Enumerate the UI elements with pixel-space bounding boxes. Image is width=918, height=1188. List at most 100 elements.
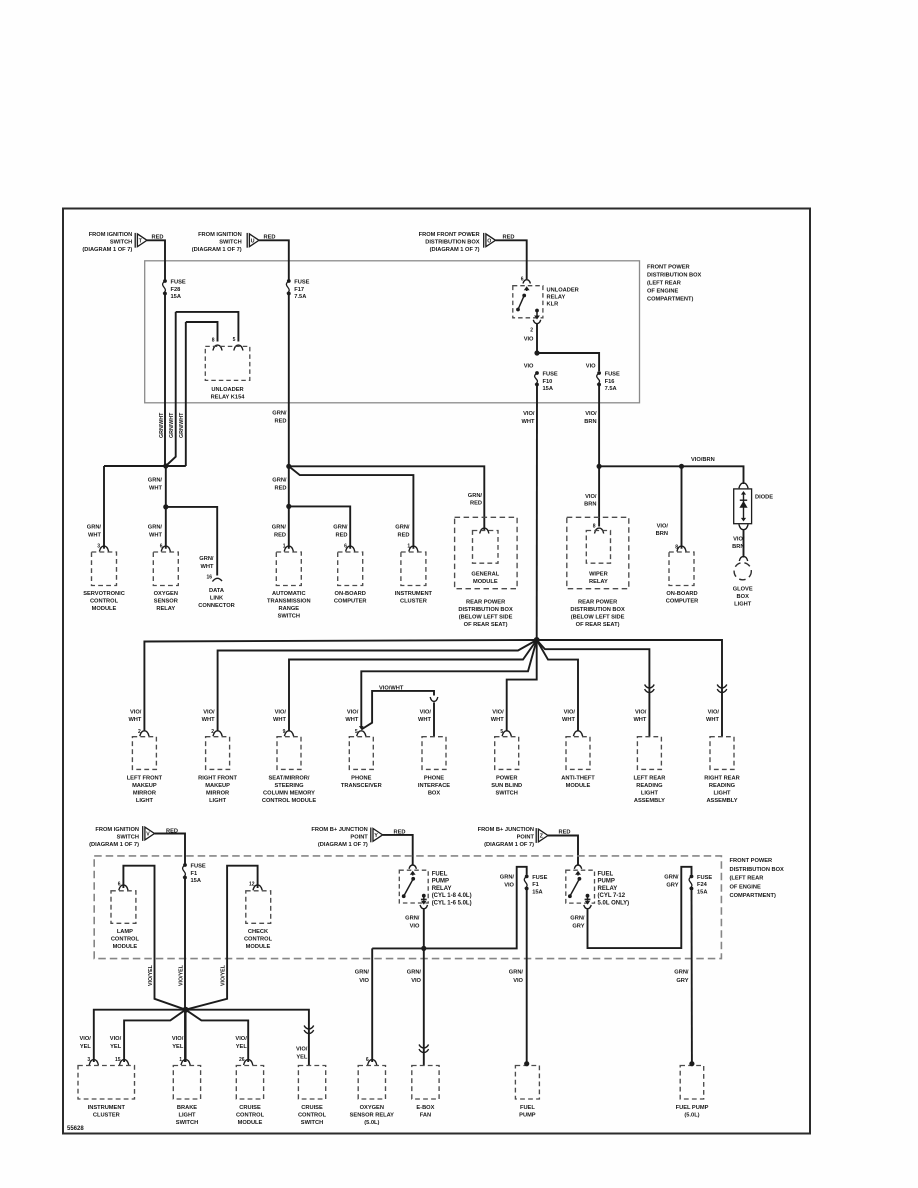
- svg-text:5: 5: [500, 729, 503, 735]
- svg-text:VIO/YEL: VIO/YEL: [178, 964, 184, 986]
- svg-text:ON-BOARD: ON-BOARD: [666, 591, 697, 597]
- svg-text:MODULE: MODULE: [246, 944, 271, 950]
- svg-text:GRN/: GRN/: [395, 525, 410, 531]
- svg-text:CONTROL: CONTROL: [244, 937, 273, 943]
- svg-text:FUSE: FUSE: [543, 372, 558, 378]
- svg-text:READING: READING: [709, 783, 736, 789]
- svg-text:RED: RED: [335, 533, 347, 539]
- svg-text:UNLOADER: UNLOADER: [547, 288, 579, 294]
- svg-text:YEL: YEL: [172, 1044, 184, 1050]
- svg-text:FROM FRONT POWER: FROM FRONT POWER: [419, 232, 480, 238]
- svg-text:RED: RED: [559, 830, 571, 836]
- svg-text:FUEL PUMP: FUEL PUMP: [676, 1105, 709, 1111]
- svg-text:PUMP: PUMP: [432, 879, 449, 885]
- svg-text:F10: F10: [543, 379, 553, 385]
- svg-text:VIO/: VIO/: [130, 710, 142, 716]
- svg-text:GRN/: GRN/: [333, 525, 348, 531]
- svg-text:LAMP: LAMP: [117, 929, 133, 935]
- svg-text:MODULE: MODULE: [566, 783, 591, 789]
- svg-text:VIO/: VIO/: [235, 1036, 247, 1042]
- svg-text:LEFT REAR: LEFT REAR: [633, 776, 665, 782]
- svg-text:YEL: YEL: [80, 1044, 92, 1050]
- svg-text:OXYGEN: OXYGEN: [154, 591, 178, 597]
- svg-text:FROM B+ JUNCTION: FROM B+ JUNCTION: [311, 827, 367, 833]
- svg-text:26: 26: [239, 1057, 245, 1063]
- svg-text:(BELOW LEFT SIDE: (BELOW LEFT SIDE: [571, 615, 625, 621]
- svg-text:GRN/WHT: GRN/WHT: [159, 412, 165, 438]
- svg-text:(CYL 1-8 4.0L): (CYL 1-8 4.0L): [432, 893, 472, 899]
- svg-text:2: 2: [138, 729, 141, 735]
- svg-text:VIO/: VIO/: [585, 494, 597, 500]
- svg-text:GRN/: GRN/: [355, 970, 370, 976]
- svg-text:3: 3: [97, 544, 100, 550]
- svg-text:GRY: GRY: [676, 978, 688, 984]
- svg-text:VIO: VIO: [411, 978, 421, 984]
- svg-text:FAN: FAN: [420, 1113, 431, 1119]
- svg-text:VIO/: VIO/: [275, 710, 287, 716]
- svg-text:VIO: VIO: [504, 883, 514, 889]
- svg-text:CONTROL MODULE: CONTROL MODULE: [262, 798, 316, 804]
- svg-text:WHT: WHT: [202, 717, 215, 723]
- svg-text:(LEFT REAR: (LEFT REAR: [647, 281, 681, 287]
- svg-text:BOX: BOX: [737, 594, 750, 600]
- svg-text:6: 6: [118, 882, 121, 888]
- svg-text:1: 1: [179, 1057, 182, 1063]
- svg-text:SWITCH: SWITCH: [117, 835, 139, 841]
- svg-text:BRAKE: BRAKE: [177, 1105, 197, 1111]
- svg-text:COMPARTMENT): COMPARTMENT): [730, 893, 776, 899]
- svg-text:READING: READING: [636, 783, 663, 789]
- svg-text:FUSE: FUSE: [532, 875, 547, 881]
- svg-text:VIO/: VIO/: [80, 1036, 92, 1042]
- svg-text:(CYL 1-6 5.0L): (CYL 1-6 5.0L): [432, 900, 472, 906]
- svg-text:FRONT POWER: FRONT POWER: [647, 265, 690, 271]
- svg-text:STEERING: STEERING: [274, 783, 304, 789]
- svg-text:Y: Y: [374, 833, 378, 839]
- svg-text:GRN/: GRN/: [407, 970, 422, 976]
- svg-text:SWITCH: SWITCH: [495, 791, 517, 797]
- svg-text:CRUISE: CRUISE: [239, 1105, 261, 1111]
- svg-text:DISTRIBUTION BOX: DISTRIBUTION BOX: [425, 240, 480, 246]
- svg-text:VIO/: VIO/: [492, 710, 504, 716]
- svg-text:OF REAR SEAT): OF REAR SEAT): [576, 622, 620, 628]
- svg-text:(DIAGRAM 1 OF 7): (DIAGRAM 1 OF 7): [89, 842, 139, 848]
- svg-text:PHONE: PHONE: [424, 776, 444, 782]
- svg-text:VIO/: VIO/: [708, 710, 720, 716]
- svg-text:INTERFACE: INTERFACE: [418, 783, 450, 789]
- svg-text:RIGHT FRONT: RIGHT FRONT: [198, 776, 237, 782]
- svg-text:LIGHT: LIGHT: [641, 791, 659, 797]
- svg-text:VIO/: VIO/: [420, 710, 432, 716]
- svg-text:RED: RED: [152, 234, 164, 240]
- svg-text:15A: 15A: [191, 878, 201, 884]
- svg-text:GRY: GRY: [666, 883, 678, 889]
- svg-text:V: V: [146, 832, 150, 838]
- svg-text:RIGHT REAR: RIGHT REAR: [704, 776, 739, 782]
- svg-text:CONTROL: CONTROL: [236, 1113, 265, 1119]
- svg-text:LIGHT: LIGHT: [209, 798, 227, 804]
- svg-text:VIO/: VIO/: [657, 524, 669, 530]
- svg-text:8: 8: [212, 338, 215, 344]
- svg-text:POINT: POINT: [350, 835, 368, 841]
- svg-text:WHT: WHT: [149, 533, 162, 539]
- svg-text:RED: RED: [397, 533, 409, 539]
- svg-text:MAKEUP: MAKEUP: [205, 783, 230, 789]
- svg-text:WHT: WHT: [562, 717, 575, 723]
- svg-text:LIGHT: LIGHT: [178, 1113, 196, 1119]
- svg-text:MAKEUP: MAKEUP: [132, 783, 157, 789]
- svg-text:3: 3: [87, 1057, 90, 1063]
- svg-text:SWITCH: SWITCH: [110, 240, 132, 246]
- svg-text:WHT: WHT: [128, 717, 141, 723]
- svg-text:1: 1: [407, 544, 410, 550]
- svg-text:RED: RED: [274, 486, 286, 492]
- svg-text:(DIAGRAM 1 OF 7): (DIAGRAM 1 OF 7): [82, 247, 132, 253]
- svg-text:COLUMN MEMORY: COLUMN MEMORY: [263, 791, 315, 797]
- svg-text:Z: Z: [540, 834, 544, 840]
- svg-text:CRUISE: CRUISE: [301, 1105, 323, 1111]
- svg-text:SUN BLIND: SUN BLIND: [491, 783, 522, 789]
- svg-text:FUSE: FUSE: [191, 864, 206, 870]
- svg-text:YEL: YEL: [110, 1044, 122, 1050]
- svg-text:ANTI-THEFT: ANTI-THEFT: [561, 776, 595, 782]
- svg-text:SWITCH: SWITCH: [278, 614, 300, 620]
- svg-text:GRN/: GRN/: [664, 874, 679, 880]
- svg-text:REAR POWER: REAR POWER: [466, 600, 505, 606]
- svg-text:VIO/: VIO/: [564, 710, 576, 716]
